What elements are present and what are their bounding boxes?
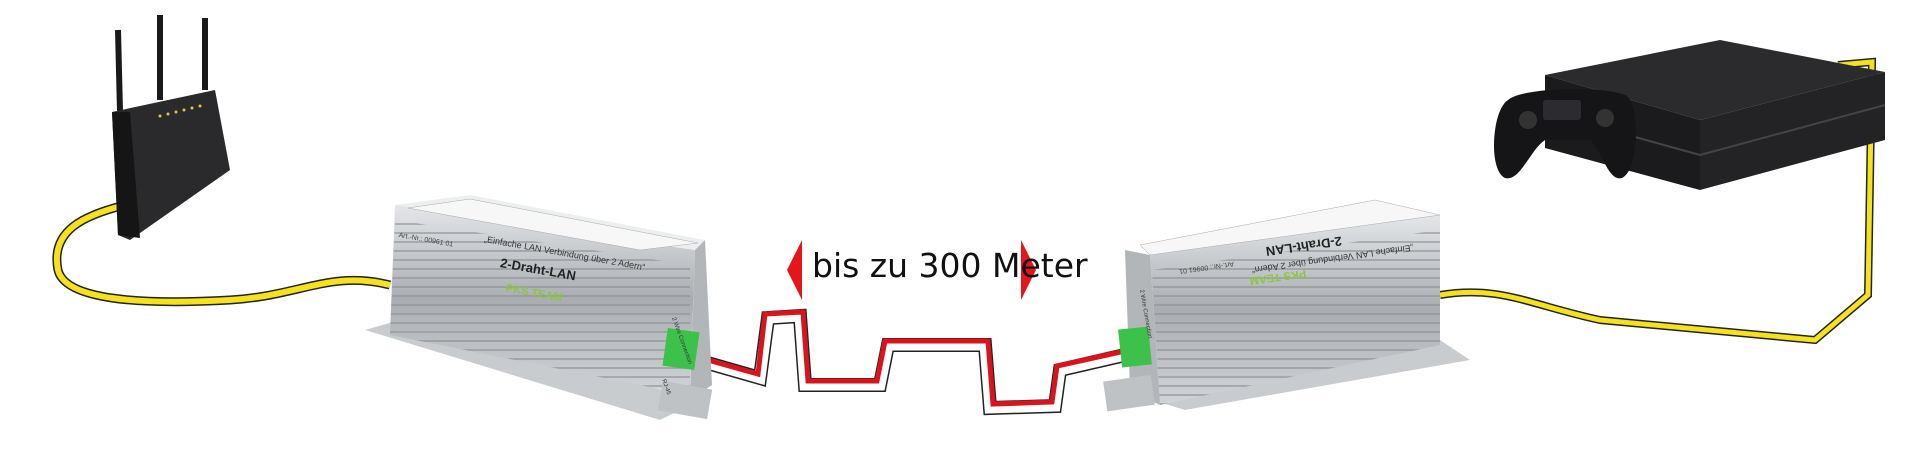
- device-left-rj-label: RJ-45: [660, 379, 671, 397]
- device-right: [1103, 199, 1470, 412]
- distance-caption: bis zu 300 Meter: [812, 246, 1088, 285]
- lan-cable-right: [1439, 57, 1877, 345]
- arrow-right-icon: [1021, 240, 1036, 300]
- two-wire-cable: [688, 308, 1127, 416]
- router: [112, 15, 230, 240]
- lan-cable-left: [52, 200, 392, 307]
- game-controller: [1493, 88, 1636, 179]
- device-left: [365, 195, 713, 420]
- arrow-left-icon: [787, 240, 802, 300]
